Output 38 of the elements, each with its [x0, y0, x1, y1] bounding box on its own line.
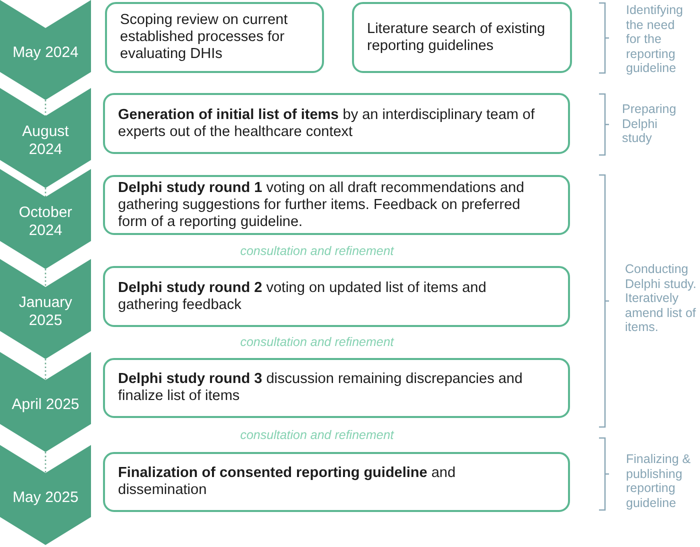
- step-text: Finalization of consented reporting guideline and dissemination: [118, 465, 457, 499]
- step-box: [103, 358, 570, 418]
- step-text: Delphi study round 1 voting on all draft recommendations and gathering suggestions for further items. Feedback on preferred form of a reporting guideline.: [118, 180, 526, 230]
- step-box: [103, 93, 570, 154]
- step-text: Delphi study round 3 discussion remaining discrepancies and finalize list of items: [118, 371, 524, 405]
- step-text: Generation of initial list of items by an interdisciplinary team of experts out of the healthcare context: [118, 106, 536, 140]
- step-box: [352, 2, 572, 73]
- dotted-connector: [44, 100, 46, 116]
- dotted-connector: [44, 188, 46, 197]
- timeline-marker: [0, 352, 91, 452]
- dotted-connector: [44, 269, 46, 287]
- date-text: May 2024: [12, 44, 78, 62]
- step-note: consultation and refinement: [240, 244, 394, 258]
- date-text: January 2025: [18, 294, 74, 330]
- step-text: Delphi study round 2 voting on updated list of items and gathering feedback: [118, 280, 488, 314]
- step-note: consultation and refinement: [240, 335, 394, 349]
- phase-label: Preparing Delphi study: [622, 102, 678, 146]
- timeline-marker: [0, 88, 91, 188]
- phase-label: Conducting Delphi study. Iteratively amend list of items.: [625, 262, 698, 334]
- date-text: May 2025: [12, 489, 78, 507]
- timeline-marker: [0, 0, 91, 100]
- dotted-connector: [44, 452, 46, 473]
- timeline-marker: [0, 169, 91, 269]
- step-text: Scoping review on current established processes for evaluating DHIs: [120, 12, 289, 63]
- step-note: consultation and refinement: [240, 428, 394, 442]
- phase-label: Finalizing & publishing reporting guideline: [626, 452, 692, 510]
- date-text: August 2024: [21, 123, 70, 159]
- step-box: [103, 175, 570, 235]
- step-box: [105, 2, 324, 73]
- date-text: April 2025: [12, 396, 80, 414]
- step-box: [103, 452, 570, 512]
- dotted-connector: [44, 359, 46, 380]
- step-text: Literature search of existing reporting guidelines: [367, 20, 546, 54]
- date-text: October 2024: [18, 204, 74, 240]
- phase-label: Identifying the need for the reporting guideline: [626, 3, 684, 76]
- timeline-marker: [0, 259, 91, 359]
- step-box: [103, 266, 570, 327]
- timeline-marker: [0, 445, 91, 545]
